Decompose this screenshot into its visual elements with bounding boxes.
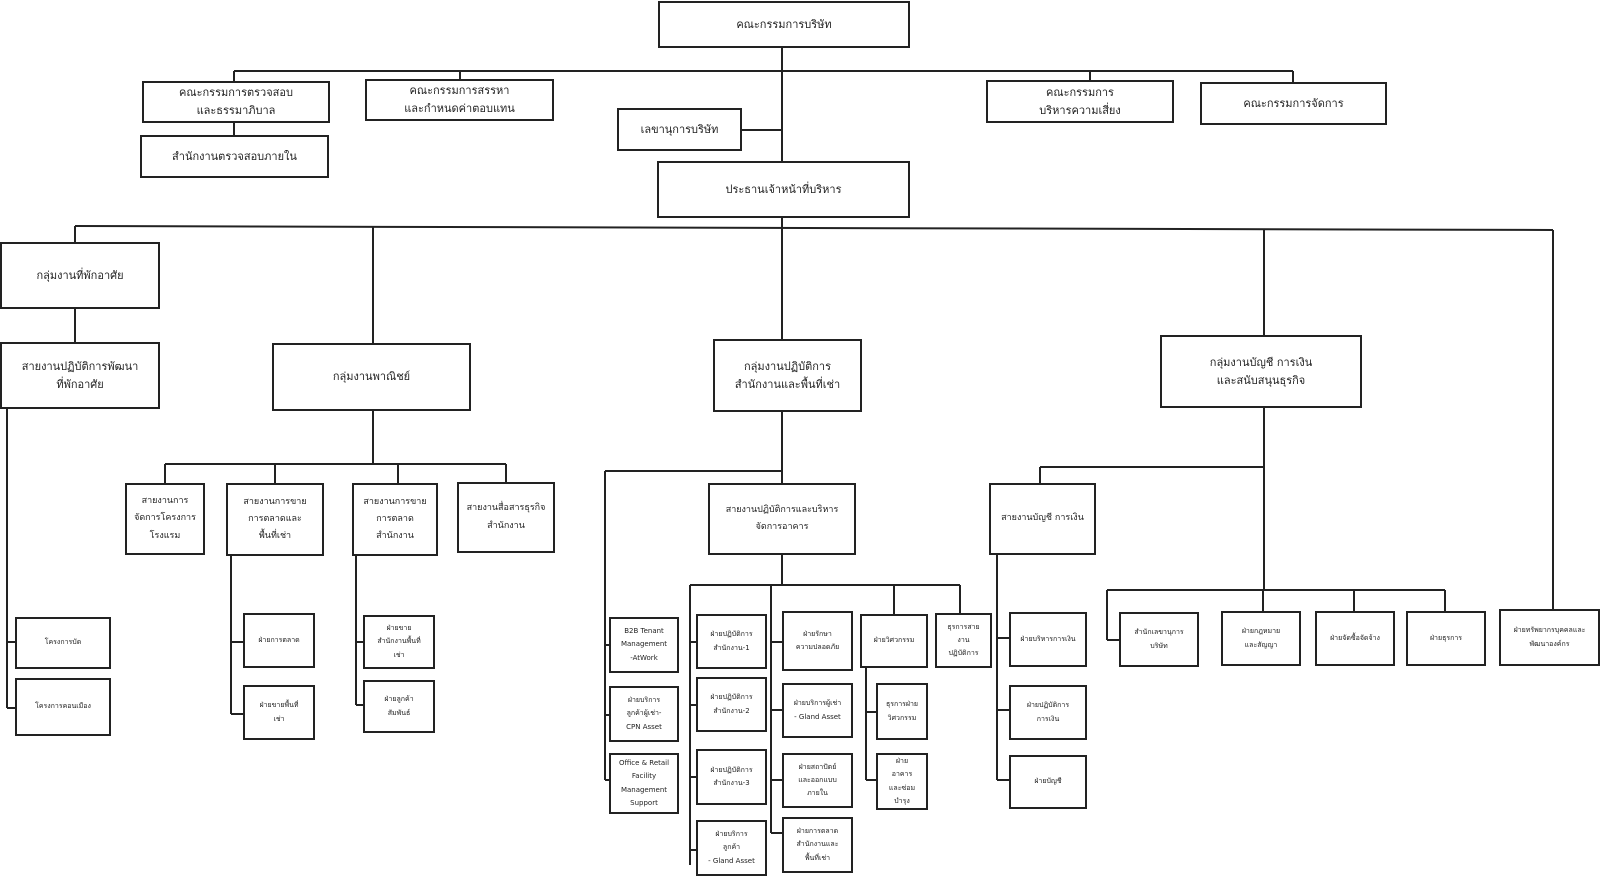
cpn-asset-box: ฝ่ายบริการ ลูกค้าผู้เช่า- CPN Asset — [609, 686, 679, 742]
board-box: คณะกรรมการบริษัท — [658, 1, 910, 48]
executive-committee-box: คณะกรรมการจัดการ — [1200, 82, 1387, 125]
office-leasing-box: ฝ่ายขาย สำนักงานพื้นที่ เช่า — [363, 615, 435, 669]
building-ops-box: สายงานปฏิบัติการและบริหาร จัดการอาคาร — [708, 483, 856, 555]
commercial-group-box: กลุ่มงานพาณิชย์ — [272, 343, 471, 411]
finance-ops-box: ฝ่ายปฏิบัติการ การเงิน — [1009, 685, 1087, 740]
b2b-box: B2B Tenant Management -AtWork — [609, 617, 679, 673]
gland-customer-box: ฝ่ายบริการ ลูกค้า - Gland Asset — [696, 820, 767, 876]
hotel-projects-box: สายงานการ จัดการโครงการ โรงแรม — [125, 483, 205, 555]
accounting-box: ฝ่ายบัญชี — [1009, 755, 1087, 809]
nomination-committee-box: คณะกรรมการสรรหา และกำหนดค่าตอบแทน — [365, 79, 554, 121]
office-ops-2-box: ฝ่ายปฏิบัติการ สำนักงาน-2 — [696, 677, 767, 732]
retail-office-marketing-box: ฝ่ายการตลาด สำนักงานและ พื้นที่เช่า — [782, 817, 853, 873]
customer-relations-box: ฝ่ายลูกค้า สัมพันธ์ — [363, 680, 435, 733]
facility-support-box: Office & Retail Facility Management Supp… — [609, 753, 679, 814]
engineering-box: ฝ่ายวิศวกรรม — [860, 614, 928, 668]
retail-sales-box: สายงานการขาย การตลาดและ พื้นที่เช่า — [226, 483, 324, 556]
residential-group-box: กลุ่มงานที่พักอาศัย — [0, 242, 160, 309]
company-secretary-box: เลขานุการบริษัท — [617, 108, 742, 151]
gland-tenant-box: ฝ่ายบริการผู้เช่า - Gland Asset — [782, 683, 853, 738]
residential-project-1-box: โครงการบัด — [15, 617, 111, 669]
audit-committee-box: คณะกรรมการตรวจสอบ และธรรมาภิบาล — [142, 81, 330, 123]
admin-box: ฝ่ายธุรการ — [1406, 611, 1486, 666]
ops-admin-box: ธุรการสาย งาน ปฏิบัติการ — [935, 613, 992, 668]
risk-committee-box: คณะกรรมการ บริหารความเสี่ยง — [986, 80, 1174, 123]
office-business-box: สายงานสื่อสารธุรกิจ สำนักงาน — [457, 482, 555, 553]
operations-group-box: กลุ่มงานปฏิบัติการ สำนักงานและพื้นที่เช่… — [713, 339, 862, 412]
residential-project-2-box: โครงการคอนเมือง — [15, 678, 111, 736]
office-sales-box: สายงานการขาย การตลาด สำนักงาน — [352, 483, 438, 556]
architecture-box: ฝ่ายสถาปัตย์ และออกแบบ ภายใน — [782, 753, 853, 808]
accounting-finance-box: สายงานบัญชี การเงิน — [989, 483, 1096, 555]
engineering-admin-box: ธุรการฝ่าย วิศวกรรม — [876, 683, 928, 740]
safety-box: ฝ่ายรักษา ความปลอดภัย — [782, 611, 853, 671]
ceo-box: ประธานเจ้าหน้าที่บริหาร — [657, 161, 910, 218]
maintenance-box: ฝ่าย อาคาร และซ่อม บำรุง — [876, 753, 928, 810]
procurement-box: ฝ่ายจัดซื้อจัดจ้าง — [1315, 611, 1395, 666]
office-ops-1-box: ฝ่ายปฏิบัติการ สำนักงาน-1 — [696, 614, 767, 669]
retail-marketing-box: ฝ่ายการตลาด — [243, 613, 315, 668]
residential-dev-box: สายงานปฏิบัติการพัฒนา ที่พักอาศัย — [0, 342, 160, 409]
finance-mgmt-box: ฝ่ายบริหารการเงิน — [1009, 612, 1087, 667]
internal-audit-box: สำนักงานตรวจสอบภายใน — [140, 135, 329, 178]
finance-group-box: กลุ่มงานบัญชี การเงิน และสนับสนุนธุรกิจ — [1160, 335, 1362, 408]
secretary-office-box: สำนักเลขานุการ บริษัท — [1119, 612, 1199, 667]
office-ops-3-box: ฝ่ายปฏิบัติการ สำนักงาน-3 — [696, 749, 767, 805]
retail-leasing-box: ฝ่ายขายพื้นที่ เช่า — [243, 685, 315, 740]
legal-box: ฝ่ายกฎหมาย และสัญญา — [1221, 611, 1301, 666]
hr-box: ฝ่ายทรัพยากรบุคคลและ พัฒนาองค์กร — [1499, 609, 1600, 666]
